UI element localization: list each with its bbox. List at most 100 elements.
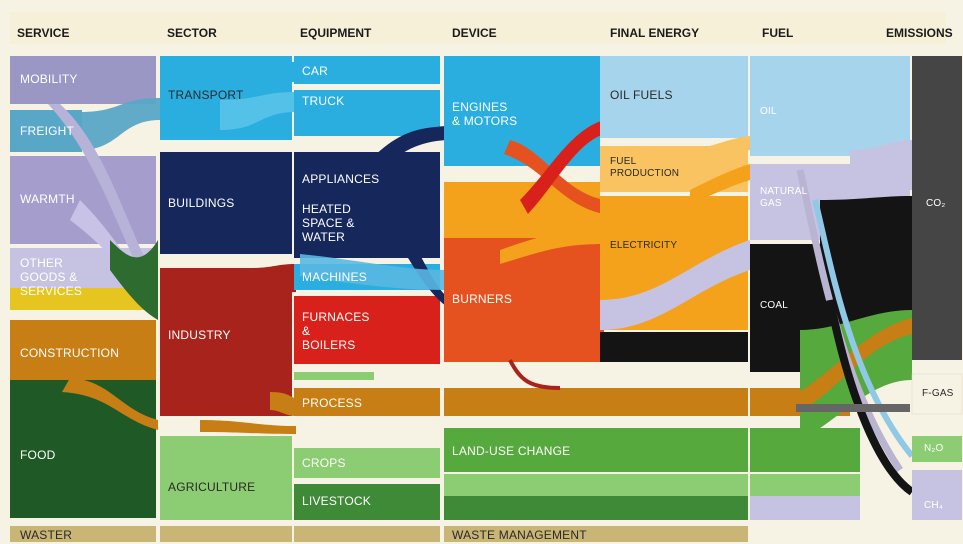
device-node-waste [444, 526, 600, 542]
flow-tangle-4 [530, 290, 604, 340]
equipment-node-appliances [294, 152, 440, 194]
label-heated: HEATED SPACE & WATER [302, 202, 355, 244]
service-node-mobility [10, 56, 156, 104]
flow-tangle-5 [508, 359, 561, 390]
equipment-node-furnaces [294, 296, 440, 364]
header-fuel: FUEL [762, 26, 794, 40]
header-service: SERVICE [17, 26, 70, 40]
label-livestock: LIVESTOCK [302, 494, 371, 508]
final-node-waste [600, 526, 748, 542]
flow-dark-strand [826, 299, 915, 496]
flow-machines-burners [300, 254, 446, 290]
flow-transport-truck [220, 92, 296, 130]
label-process: PROCESS [302, 396, 363, 410]
device-node-livestock [444, 496, 600, 520]
label-food: FOOD [20, 448, 56, 462]
flow-agri-process-crossing [200, 420, 296, 434]
equipment-node-livestock [294, 484, 440, 520]
label-engines: ENGINES & MOTORS [452, 100, 518, 128]
flow-appliances-engines [370, 126, 446, 172]
emission-node-ch4 [912, 470, 962, 520]
flow-industry-process [270, 392, 296, 416]
header-device: DEVICE [452, 26, 497, 40]
label-furnaces: FURNACES & BOILERS [302, 310, 370, 352]
sector-node-agriculture [160, 436, 292, 520]
flow-freight-transport [80, 98, 160, 150]
header-equipment: EQUIPMENT [300, 26, 372, 40]
service-node-food [10, 380, 156, 518]
flow-oil-fuelprod [680, 136, 750, 164]
label-oil-fuels: OIL FUELS [610, 88, 673, 102]
flow-lightblue-strand [812, 199, 915, 458]
label-electricity: ELECTRICITY [610, 240, 678, 251]
equipment-node-truck [294, 90, 440, 136]
equipment-node-process [294, 388, 440, 416]
service-node-waster [10, 526, 156, 542]
sector-node-buildings [160, 152, 292, 254]
final-node-process [600, 388, 748, 416]
label-fuel-production: FUEL PRODUCTION [610, 156, 680, 179]
flow-industry-machines [250, 264, 296, 300]
label-waste-mgmt: WASTE MANAGEMENT [452, 528, 587, 542]
label-n2o: N₂O [924, 443, 944, 454]
flow-transport-car [220, 56, 296, 92]
final-node-landuse [600, 428, 748, 472]
label-other-goods: OTHER GOODS & SERVICES [20, 256, 83, 298]
service-node-services [10, 288, 156, 310]
header-final-energy: FINAL ENERGY [610, 26, 700, 40]
label-ch4: CH₄ [924, 500, 944, 511]
equipment-node-car [294, 56, 440, 84]
label-car: CAR [302, 64, 328, 78]
fuel-node-oil [750, 56, 910, 156]
flow-tangle-3 [500, 230, 604, 264]
flow-food-crossing [110, 240, 158, 320]
label-co2: CO₂ [926, 198, 946, 209]
flow-oil-co2 [850, 140, 912, 200]
label-construction: CONSTRUCTION [20, 346, 120, 360]
flow-mobility-industry [48, 104, 158, 290]
label-agriculture: AGRICULTURE [168, 480, 256, 494]
label-transport: TRANSPORT [168, 88, 244, 102]
fuel-node-livestock [750, 496, 860, 520]
equipment-node-crops [294, 448, 440, 478]
label-buildings: BUILDINGS [168, 196, 235, 210]
device-node-lightgreen [444, 474, 600, 496]
emission-node-co2 [912, 56, 962, 360]
header-sector: SECTOR [167, 26, 217, 40]
final-node-livestock [600, 496, 748, 520]
fuel-node-lightgreen [750, 474, 860, 496]
flow-tangle-2 [520, 120, 604, 214]
label-fgas: F-GAS [922, 388, 954, 399]
label-coal: COAL [760, 300, 789, 311]
label-crops: CROPS [302, 456, 346, 470]
label-natural-gas: NATURAL GAS [760, 186, 808, 209]
service-node-construction [10, 320, 156, 380]
flow-coal-co2 [820, 196, 912, 330]
label-appliances: APPLIANCES [302, 172, 380, 186]
label-oil: OIL [760, 106, 777, 117]
label-truck: TRUCK [302, 94, 345, 108]
emission-node-fgas [911, 373, 963, 415]
label-mobility: MOBILITY [20, 72, 78, 86]
flow-construction-agri [62, 378, 158, 430]
final-node-oilfuels [600, 56, 748, 138]
equipment-green-thin [294, 372, 374, 380]
label-waster: WASTER [20, 528, 73, 542]
device-node-process [444, 388, 600, 416]
final-node-coal-band [600, 332, 748, 362]
device-node-landuse [444, 428, 600, 472]
flow-fuelprod-elec [690, 164, 750, 204]
label-industry: INDUSTRY [168, 328, 231, 342]
equipment-node-waste [294, 526, 440, 542]
fuel-fgas-bar [796, 404, 910, 412]
header-emissions: EMISSIONS [886, 26, 953, 40]
flow-gas-electricity [600, 240, 750, 330]
final-node-lightgreen [600, 474, 748, 496]
label-burners: BURNERS [452, 292, 513, 306]
emission-node-n2o [912, 436, 962, 462]
label-warmth: WARMTH [20, 192, 75, 206]
label-machines: MACHINES [302, 270, 367, 284]
label-freight: FREIGHT [20, 124, 75, 138]
